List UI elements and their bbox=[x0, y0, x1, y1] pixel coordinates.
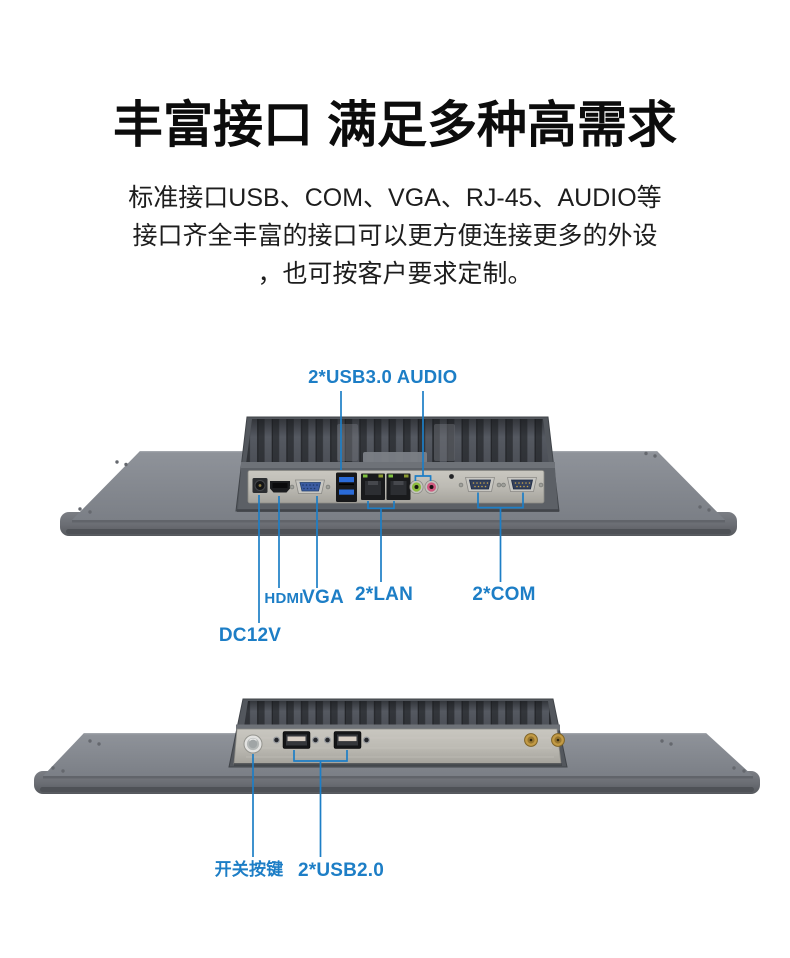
label-power-button: 开关按键 bbox=[214, 860, 284, 879]
label-dc-jack: DC12V bbox=[218, 625, 282, 646]
panel-pc-bottom-view bbox=[34, 698, 760, 857]
port-screws bbox=[272, 736, 371, 744]
label-usb3-ports: 2*USB3.0 bbox=[308, 366, 392, 387]
subtitle-line-2: 接口齐全丰富的接口可以更方便连接更多的外设 bbox=[132, 221, 658, 250]
usb3-ports bbox=[336, 472, 357, 502]
antenna-connectors bbox=[524, 733, 565, 747]
mic-hole bbox=[449, 474, 454, 479]
power-button bbox=[243, 734, 263, 754]
dc-power-jack bbox=[252, 478, 268, 493]
hero-header: 丰富接口 满足多种高需求 标准接口USB、COM、VGA、RJ-45、AUDIO… bbox=[0, 0, 790, 293]
usb2-ports bbox=[272, 731, 371, 749]
callout-lines-top-figure bbox=[258, 391, 524, 623]
label-lan-ports: 2*LAN bbox=[354, 584, 414, 605]
label-vga-port: VGA bbox=[302, 587, 344, 608]
callout-lines-bottom-figure bbox=[252, 750, 348, 857]
page-subtitle: 标准接口USB、COM、VGA、RJ-45、AUDIO等 接口齐全丰富的接口可以… bbox=[0, 179, 790, 293]
compute-module bbox=[235, 416, 560, 512]
label-hdmi-port: HDMI bbox=[264, 590, 304, 607]
label-audio-jacks: AUDIO bbox=[396, 366, 458, 387]
panel-screws bbox=[78, 451, 711, 514]
audio-jacks bbox=[409, 479, 439, 494]
hdmi-port bbox=[270, 481, 290, 493]
vga-port bbox=[289, 479, 331, 494]
panel-pc-rear-view bbox=[60, 391, 737, 623]
panel-screws bbox=[51, 739, 746, 773]
label-com-ports: 2*COM bbox=[472, 584, 536, 605]
lan-ports bbox=[361, 473, 411, 500]
subtitle-line-1: 标准接口USB、COM、VGA、RJ-45、AUDIO等 bbox=[128, 183, 662, 212]
label-usb2-ports: 2*USB2.0 bbox=[297, 860, 385, 881]
page-title: 丰富接口 满足多种高需求 bbox=[113, 97, 677, 153]
subtitle-line-3: ，也可按客户要求定制。 bbox=[257, 259, 533, 288]
com-ports bbox=[458, 477, 544, 492]
compute-module bbox=[228, 698, 568, 768]
